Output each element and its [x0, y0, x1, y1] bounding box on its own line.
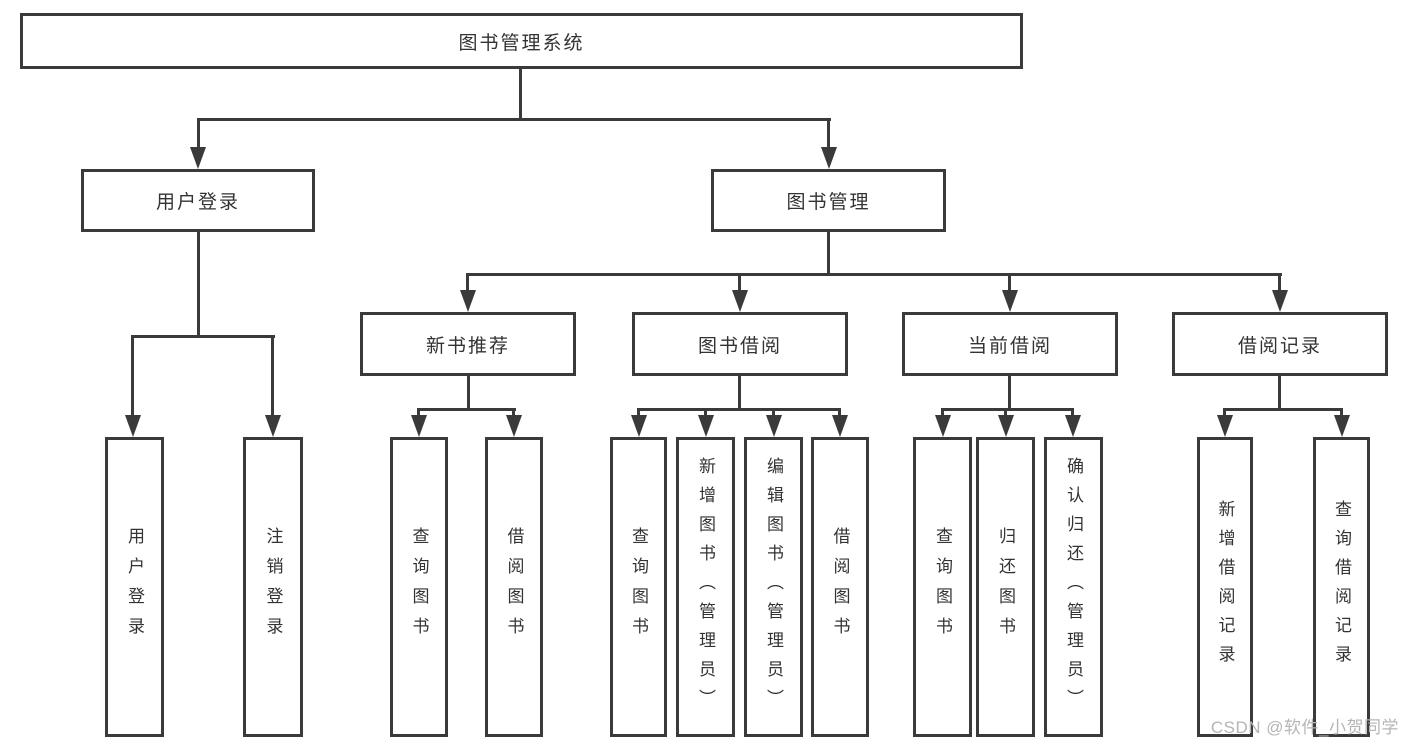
node-user-login: 用户登录	[81, 169, 315, 232]
leaf-label: 借阅图书	[830, 527, 850, 647]
arrowhead-icon	[411, 415, 427, 437]
leaf-logout: 注销登录	[243, 437, 303, 737]
connector-drop	[838, 408, 841, 418]
connector-drop	[1004, 408, 1007, 418]
arrowhead-icon	[1002, 290, 1018, 312]
arrowhead-icon	[265, 415, 281, 437]
connector-sec3-stem	[1278, 376, 1281, 408]
leaf-label: 借阅图书	[504, 527, 524, 647]
leaf-label: 注销登录	[263, 527, 283, 647]
connector-drop-book-borrow	[738, 273, 741, 295]
connector-drop-current-borrow	[1008, 273, 1011, 295]
connector-drop	[417, 408, 420, 418]
leaf-label: 归还图书	[996, 527, 1015, 647]
connector-sec1-hbar	[637, 408, 841, 411]
arrowhead-icon	[1065, 415, 1081, 437]
connector-drop-login-leaf1	[131, 335, 134, 421]
leaf-query-books-3: 查询图书	[913, 437, 972, 737]
node-label: 新书推荐	[425, 335, 510, 357]
arrowhead-icon	[698, 415, 714, 437]
connector-drop	[772, 408, 775, 418]
node-new-book-recommend: 新书推荐	[360, 312, 576, 376]
connector-drop-book-mgmt	[827, 118, 830, 152]
node-label: 用户登录	[155, 192, 240, 213]
arrowhead-icon	[998, 415, 1014, 437]
connector-drop	[1071, 408, 1074, 418]
leaf-return-books: 归还图书	[976, 437, 1035, 737]
node-borrowing-records: 借阅记录	[1172, 312, 1388, 376]
leaf-edit-books-admin: 编辑图书（管理员）	[744, 437, 803, 737]
arrowhead-icon	[935, 415, 951, 437]
connector-sec0-hbar	[417, 408, 516, 411]
node-book-borrowing: 图书借阅	[632, 312, 848, 376]
arrowhead-icon	[506, 415, 522, 437]
leaf-label: 用户登录	[125, 527, 144, 647]
connector-login-hbar	[131, 335, 275, 338]
arrowhead-icon	[190, 147, 206, 169]
leaf-label: 编辑图书（管理员）	[764, 456, 783, 718]
node-label: 图书管理	[786, 192, 871, 213]
node-library-management-system: 图书管理系统	[20, 13, 1023, 69]
node-book-management: 图书管理	[711, 169, 946, 232]
connector-drop-user-login	[197, 118, 200, 152]
leaf-confirm-return-admin: 确认归还（管理员）	[1044, 437, 1103, 737]
node-label: 图书借阅	[697, 335, 782, 357]
connector-root-hbar	[197, 118, 831, 121]
leaf-user-login: 用户登录	[105, 437, 164, 737]
connector-sec3-hbar	[1223, 408, 1343, 411]
connector-drop-login-leaf2	[271, 335, 274, 421]
leaf-label: 新增图书（管理员）	[696, 456, 715, 718]
connector-sec2-hbar	[941, 408, 1074, 411]
connector-mgmt-stem	[827, 232, 830, 273]
arrowhead-icon	[631, 415, 647, 437]
arrowhead-icon	[832, 415, 848, 437]
arrowhead-icon	[460, 290, 476, 312]
connector-drop	[941, 408, 944, 418]
leaf-label: 查询图书	[629, 527, 648, 647]
connector-drop	[637, 408, 640, 418]
connector-login-stem	[197, 232, 200, 335]
arrowhead-icon	[125, 415, 141, 437]
csdn-watermark: CSDN @软件_小贺同学	[1210, 718, 1399, 737]
connector-drop-borrow-records	[1278, 273, 1281, 295]
leaf-add-books-admin: 新增图书（管理员）	[676, 437, 735, 737]
connector-mgmt-hbar	[466, 273, 1282, 276]
node-current-borrowing: 当前借阅	[902, 312, 1118, 376]
arrowhead-icon	[766, 415, 782, 437]
arrowhead-icon	[732, 290, 748, 312]
node-label: 借阅记录	[1237, 335, 1322, 357]
leaf-label: 确认归还（管理员）	[1064, 456, 1083, 718]
connector-drop	[704, 408, 707, 418]
leaf-borrow-books-1: 借阅图书	[485, 437, 543, 737]
leaf-label: 查询图书	[933, 527, 952, 647]
leaf-query-books-1: 查询图书	[390, 437, 448, 737]
arrowhead-icon	[821, 147, 837, 169]
node-label: 图书管理系统	[458, 32, 585, 54]
leaf-query-borrow-record: 查询借阅记录	[1313, 437, 1370, 737]
connector-sec2-stem	[1008, 376, 1011, 408]
arrowhead-icon	[1334, 415, 1350, 437]
connector-drop-new-books	[466, 273, 469, 295]
connector-drop	[512, 408, 515, 418]
leaf-label: 新增借阅记录	[1215, 500, 1235, 674]
leaf-add-borrow-record: 新增借阅记录	[1197, 437, 1253, 737]
connector-root-stem	[519, 69, 522, 118]
arrowhead-icon	[1272, 290, 1288, 312]
connector-sec1-stem	[738, 376, 741, 408]
arrowhead-icon	[1217, 415, 1233, 437]
connector-sec0-stem	[467, 376, 470, 408]
connector-drop	[1340, 408, 1343, 418]
node-label: 当前借阅	[967, 335, 1052, 357]
connector-drop	[1223, 408, 1226, 418]
leaf-label: 查询借阅记录	[1332, 500, 1351, 674]
leaf-label: 查询图书	[409, 527, 429, 647]
leaf-query-books-2: 查询图书	[610, 437, 667, 737]
leaf-borrow-books-2: 借阅图书	[811, 437, 869, 737]
